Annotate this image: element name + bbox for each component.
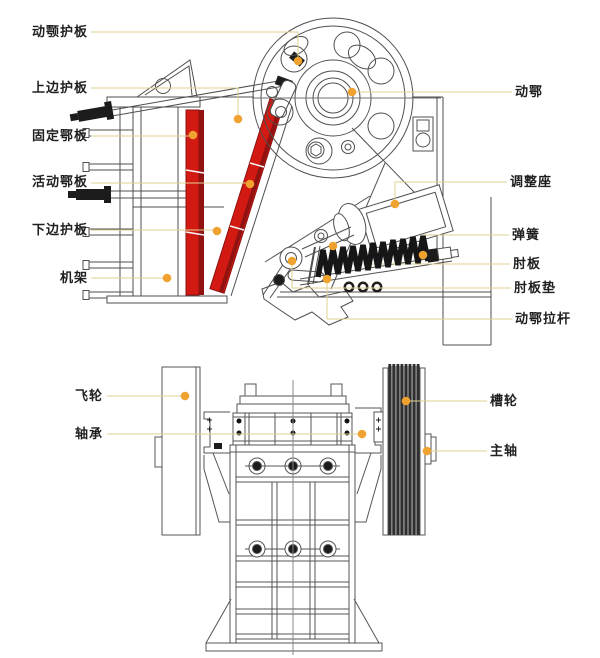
label-flywheel: 飞轮	[74, 388, 103, 403]
label-sheave: 槽轮	[490, 393, 519, 408]
label-lower-side-guard-plate: 下边护板	[31, 222, 88, 237]
top-triangle-bracket	[135, 59, 198, 98]
left-shaft-bracket	[203, 411, 230, 495]
label-spring: 弹簧	[512, 227, 541, 242]
label-moving-jaw: 动鄂	[515, 84, 544, 99]
label-toggle-plate: 肘板	[513, 256, 542, 271]
label-moving-jaw-guard-plate: 动颚护板	[31, 24, 88, 39]
fixed-jaw-plate-part	[185, 109, 205, 296]
sheave-part	[382, 364, 426, 536]
label-bearing: 轴承	[74, 426, 103, 441]
label-movable-jaw-plate: 活动鄂板	[31, 174, 88, 189]
movable-jaw-plate-part	[209, 98, 285, 294]
tension-rod-upper	[69, 79, 285, 122]
label-upper-side-guard-plate: 上边护板	[31, 80, 88, 95]
leader-lines-bottom	[107, 395, 487, 452]
label-adjustment-seat: 调整座	[510, 174, 553, 189]
moving-jaw-body	[230, 51, 444, 326]
spring-part	[315, 235, 460, 278]
crusher-body-front	[203, 380, 383, 655]
front-view	[154, 364, 437, 655]
flywheel-side-view	[252, 17, 441, 179]
frame-bolt-rods	[82, 128, 134, 300]
label-toggle-plate-pad: 肘板垫	[514, 280, 557, 295]
anchor-dots-bottom	[180, 391, 432, 456]
frame-left-column	[106, 96, 228, 304]
tension-rod-lower	[68, 186, 186, 203]
label-main-shaft: 主轴	[490, 443, 519, 458]
frame-bottom	[277, 197, 492, 346]
label-frame: 机架	[59, 270, 88, 285]
label-fixed-jaw-plate: 固定鄂板	[31, 128, 88, 143]
flywheel-front-view	[154, 366, 201, 536]
side-section-view	[68, 17, 492, 346]
anchor-dots-top	[162, 56, 428, 284]
label-tie-rod: 动鄂拉杆	[515, 311, 572, 326]
adjustment-seat-part	[264, 184, 454, 263]
right-shaft-bracket	[355, 407, 384, 495]
